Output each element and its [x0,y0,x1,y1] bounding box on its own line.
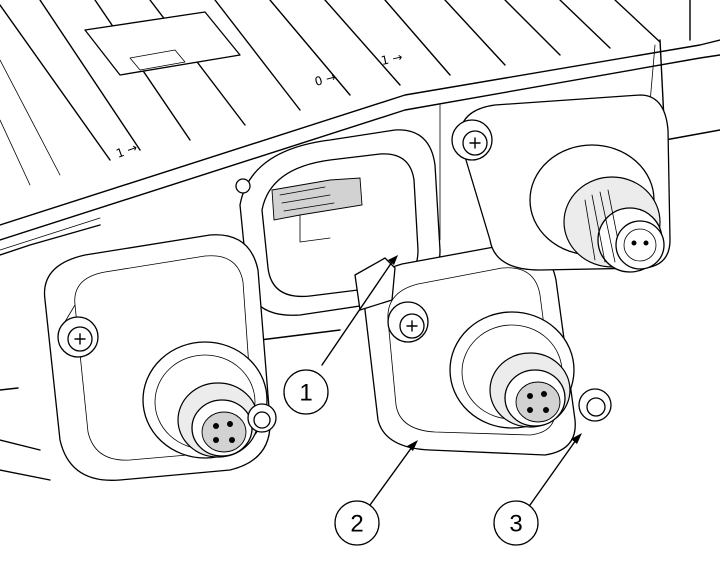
callout-2: 2 [334,440,418,546]
housing-markings: 1 → 0 → 1 → [114,50,403,161]
callout-3-circle [493,500,539,546]
callout-1: 1 [283,255,398,415]
housing-top [0,0,720,251]
callout-1-label: 1 [299,380,312,407]
housing-mark-2: 0 → [313,70,337,89]
callout-1-arrowhead [388,255,398,265]
callout-2-arrowhead [407,440,418,451]
callout-2-label: 2 [350,511,363,538]
callout-3-arrowhead [571,433,582,444]
center-connector [354,243,612,456]
right-connector [451,94,671,273]
callout-3: 3 [493,433,582,546]
left-connector [43,234,277,481]
housing-mark-3: 1 → [380,50,404,68]
callout-3-label: 3 [509,511,522,538]
callout-2-circle [334,500,380,546]
callout-1-circle [283,369,329,415]
housing-mark-1: 1 → [114,140,139,161]
